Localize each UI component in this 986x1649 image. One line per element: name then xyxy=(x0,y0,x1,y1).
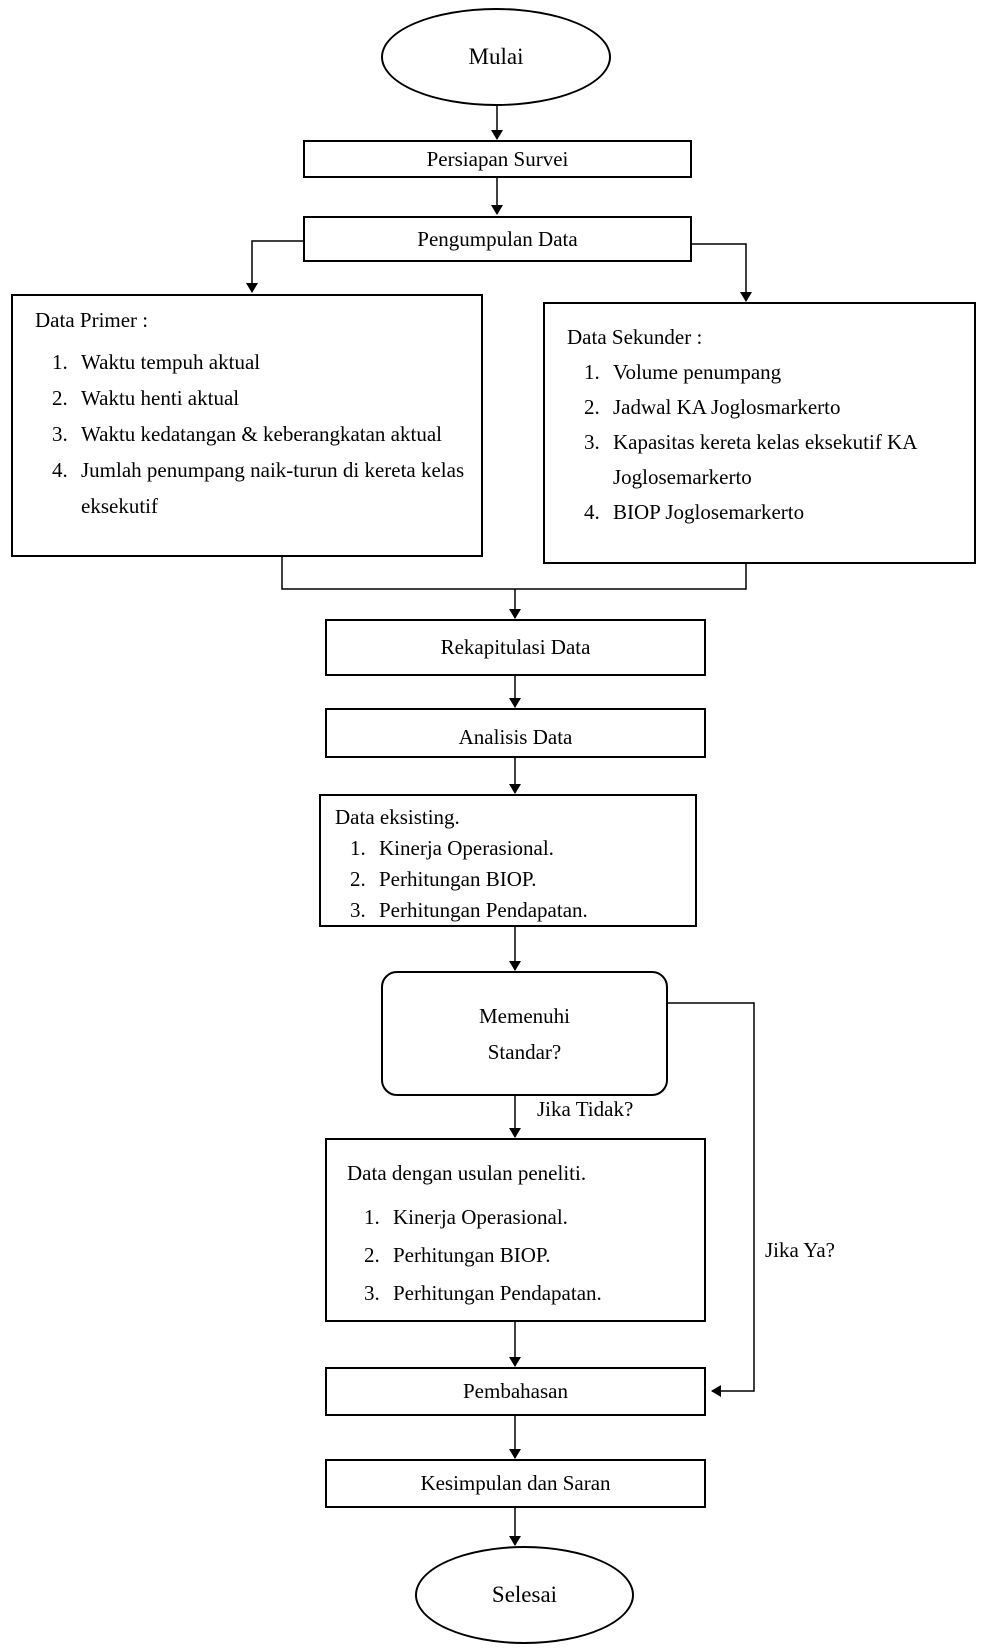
decision-box: Memenuhi Standar? xyxy=(381,971,668,1096)
pengumpulan-box: Pengumpulan Data xyxy=(303,216,692,262)
list-item: Kinerja Operasional. xyxy=(371,833,695,864)
arrow-pengumpulan-primer xyxy=(246,240,303,293)
pembahasan-box: Pembahasan xyxy=(325,1367,706,1416)
decision-label-line2: Standar? xyxy=(487,1039,562,1064)
list-item: Perhitungan Pendapatan. xyxy=(371,895,695,925)
pengumpulan-label: Pengumpulan Data xyxy=(417,226,578,251)
data-usulan-box: Data dengan usulan peneliti. Kinerja Ope… xyxy=(325,1138,706,1322)
data-usulan-list: Kinerja Operasional. Perhitungan BIOP. P… xyxy=(347,1198,704,1312)
list-item: Jumlah penumpang naik-turun di kereta ke… xyxy=(73,452,481,524)
rekapitulasi-label: Rekapitulasi Data xyxy=(440,635,591,659)
persiapan-box: Persiapan Survei xyxy=(303,140,692,178)
list-item: Kinerja Operasional. xyxy=(385,1198,704,1236)
list-item: Perhitungan Pendapatan. xyxy=(385,1274,704,1312)
list-item: BIOP Joglosemarkerto xyxy=(605,495,974,530)
start-terminal: Mulai xyxy=(381,8,611,106)
list-item: Volume penumpang xyxy=(605,355,974,390)
list-item: Waktu tempuh aktual xyxy=(73,344,481,380)
label-jika-tidak: Jika Tidak? xyxy=(537,1097,634,1121)
rekapitulasi-box: Rekapitulasi Data xyxy=(325,619,706,676)
list-item: Perhitungan BIOP. xyxy=(371,864,695,895)
data-primer-box: Data Primer : Waktu tempuh aktual Waktu … xyxy=(11,294,483,557)
end-label: Selesai xyxy=(491,1582,558,1607)
decision-label-line1: Memenuhi xyxy=(479,1003,570,1028)
pembahasan-label: Pembahasan xyxy=(463,1379,568,1403)
end-terminal: Selesai xyxy=(415,1546,634,1644)
kesimpulan-box: Kesimpulan dan Saran xyxy=(325,1459,706,1508)
merge-primer xyxy=(281,557,747,590)
data-sekunder-box: Data Sekunder : Volume penumpang Jadwal … xyxy=(543,302,976,564)
arrow-pengumpulan-sekunder xyxy=(692,243,752,302)
data-eksisting-title: Data eksisting. xyxy=(335,805,460,829)
persiapan-label: Persiapan Survei xyxy=(426,146,569,171)
arrow-decision-pembahasan xyxy=(668,1002,755,1397)
data-primer-title: Data Primer : xyxy=(35,308,149,332)
data-sekunder-list: Volume penumpang Jadwal KA Joglosmarkert… xyxy=(567,355,974,530)
list-item: Kapasitas kereta kelas eksekutif KA Jogl… xyxy=(605,425,974,495)
data-usulan-title: Data dengan usulan peneliti. xyxy=(347,1161,587,1185)
kesimpulan-label: Kesimpulan dan Saran xyxy=(420,1471,611,1495)
list-item: Perhitungan BIOP. xyxy=(385,1236,704,1274)
analisis-box: Analisis Data xyxy=(325,708,706,758)
data-sekunder-title: Data Sekunder : xyxy=(567,325,703,349)
analisis-label: Analisis Data xyxy=(458,724,573,749)
data-primer-list: Waktu tempuh aktual Waktu henti aktual W… xyxy=(35,344,481,524)
label-jika-ya: Jika Ya? xyxy=(765,1238,836,1262)
list-item: Waktu henti aktual xyxy=(73,380,481,416)
data-eksisting-box: Data eksisting. Kinerja Operasional. Per… xyxy=(319,794,697,927)
list-item: Waktu kedatangan & keberangkatan aktual xyxy=(73,416,481,452)
data-eksisting-list: Kinerja Operasional. Perhitungan BIOP. P… xyxy=(335,833,695,925)
list-item: Jadwal KA Joglosmarkerto xyxy=(605,390,974,425)
start-label: Mulai xyxy=(468,44,524,69)
